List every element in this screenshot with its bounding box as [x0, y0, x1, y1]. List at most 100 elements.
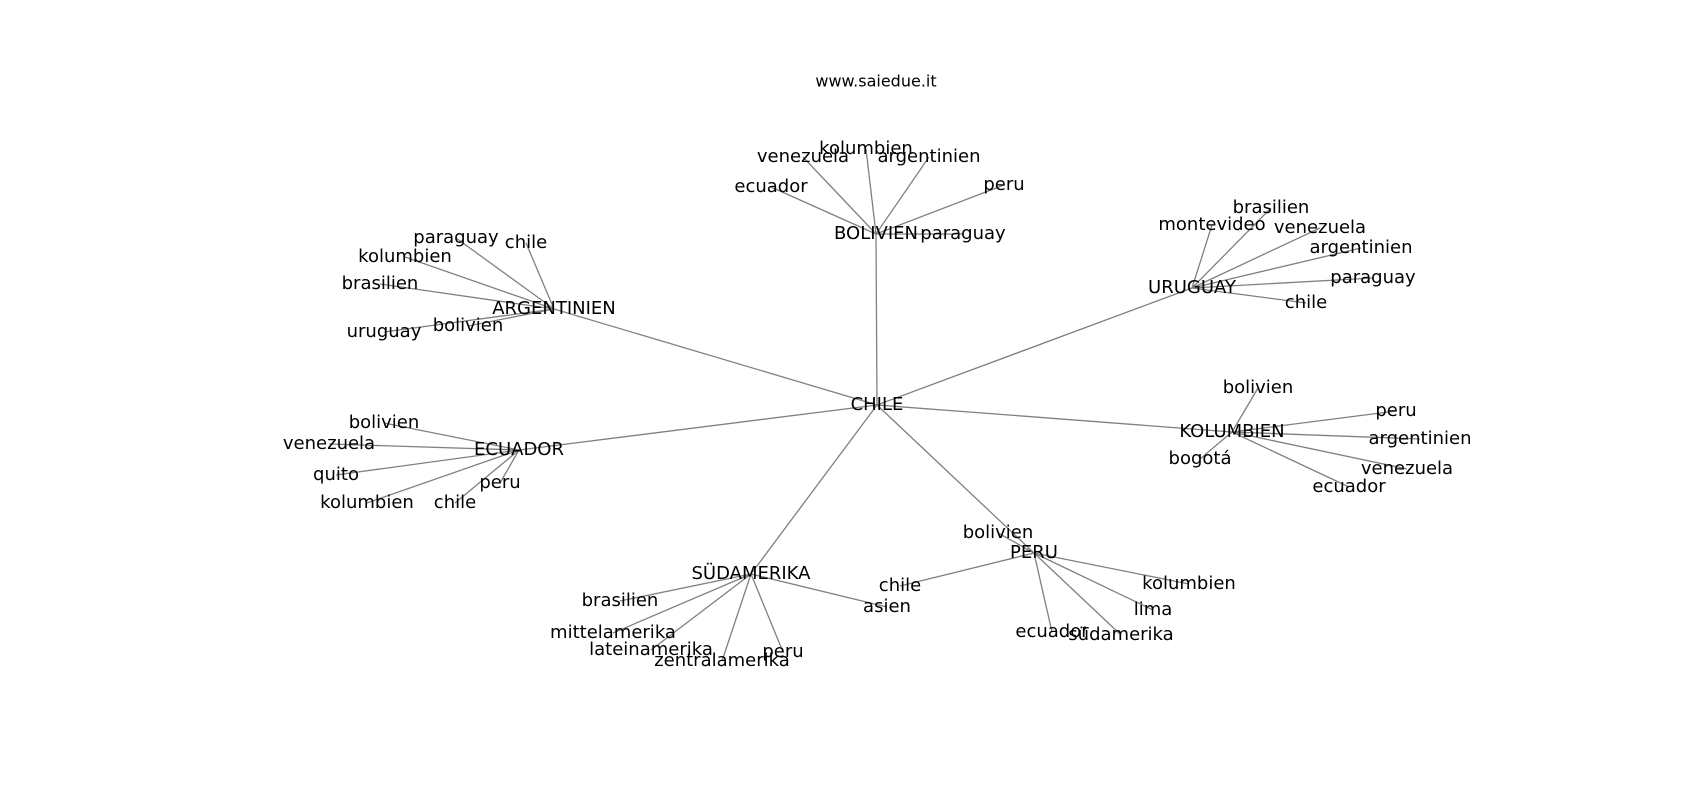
chart-title: www.saiedue.it	[815, 72, 936, 91]
edge-bolivien-2	[875, 156, 930, 235]
edge-kolumbien-0	[1231, 387, 1259, 433]
edge-bolivien-3	[770, 186, 877, 235]
leaf-node-label: kolumbien	[1142, 573, 1236, 594]
leaf-node-label: bolivien	[963, 522, 1034, 543]
leaf-node-label: paraguay	[1330, 267, 1416, 288]
edge-argentinien-4	[467, 308, 555, 327]
edge-kolumbien-2	[1231, 431, 1421, 440]
leaf-node-label: südamerika	[1068, 624, 1173, 645]
leaf-node-label: peru	[762, 641, 803, 662]
hub-node-label: ARGENTINIEN	[492, 298, 616, 319]
edge-argentinien-2	[404, 256, 555, 310]
edge-bolivien-1	[865, 148, 877, 235]
edge-kolumbien-1	[1231, 410, 1397, 433]
edge-südamerika-1	[750, 573, 888, 608]
edge-argentinien-0	[455, 237, 555, 310]
leaf-node-label: venezuela	[283, 433, 375, 454]
edge-ecuador-2	[335, 449, 520, 476]
edge-argentinien-1	[525, 242, 555, 310]
leaf-node-label: argentinien	[1310, 237, 1413, 258]
leaf-node-label: chile	[879, 575, 921, 596]
leaf-node-label: quito	[313, 464, 359, 485]
edge-ecuador-4	[366, 449, 520, 504]
edge-ecuador-0	[383, 422, 520, 451]
edge-argentinien-5	[383, 308, 555, 333]
edge-peru-3	[1033, 552, 1154, 611]
hub-node-label: URUGUAY	[1148, 277, 1237, 298]
leaf-node-label: kolumbien	[358, 246, 452, 267]
edge-peru-0	[997, 532, 1035, 554]
leaf-node-label: venezuela	[1361, 458, 1453, 479]
leaf-node-label: chile	[505, 232, 547, 253]
edge-peru-5	[1033, 552, 1122, 636]
leaf-node-label: chile	[434, 492, 476, 513]
leaf-node-label: brasilien	[1233, 197, 1310, 218]
leaf-node-label: paraguay	[920, 223, 1006, 244]
edge-uruguay-1	[1191, 224, 1213, 289]
edge-argentinien-3	[379, 283, 555, 310]
leaf-node-label: brasilien	[342, 273, 419, 294]
leaf-node-label: kolumbien	[819, 138, 913, 159]
leaf-node-label: kolumbien	[320, 492, 414, 513]
edge-uruguay-5	[1191, 287, 1307, 304]
edge-bolivien-4	[875, 184, 1005, 235]
edge-kolumbien-3	[1199, 431, 1233, 460]
leaf-node-label: zentralamerika	[654, 650, 790, 671]
edge-center-argentinien	[553, 308, 878, 406]
edge-center-peru	[876, 404, 1035, 554]
edge-südamerika-0	[619, 573, 752, 602]
leaf-node-label: ecuador	[734, 176, 808, 197]
edge-bolivien-0	[802, 156, 877, 235]
hub-node-label: PERU	[1010, 542, 1058, 563]
hub-node-label: SÜDAMERIKA	[692, 562, 812, 584]
edge-peru-2	[1033, 552, 1190, 585]
leaf-node-label: peru	[479, 472, 520, 493]
hub-node-label: KOLUMBIEN	[1179, 421, 1284, 442]
edge-südamerika-4	[750, 573, 784, 653]
edge-center-uruguay	[876, 287, 1193, 406]
edge-peru-4	[1033, 552, 1053, 633]
edge-kolumbien-5	[1231, 431, 1350, 488]
leaf-node-label: ecuador	[1015, 621, 1089, 642]
edge-center-südamerika	[750, 404, 878, 575]
edge-peru-1	[899, 552, 1035, 587]
hub-node-label: ECUADOR	[474, 439, 564, 460]
leaf-node-label: montevideo	[1158, 214, 1265, 235]
edge-südamerika-5	[721, 573, 752, 662]
edge-ecuador-3	[499, 449, 520, 484]
edge-ecuador-1	[328, 443, 520, 451]
edge-center-ecuador	[518, 404, 878, 451]
edge-südamerika-3	[650, 573, 752, 651]
leaf-node-label: lima	[1134, 599, 1173, 620]
edges-layer	[328, 148, 1421, 662]
edge-ecuador-5	[454, 449, 520, 504]
leaf-node-label: venezuela	[1274, 217, 1366, 238]
leaf-node-label: venezuela	[757, 146, 849, 167]
leaf-node-label: argentinien	[878, 146, 981, 167]
leaf-node-label: bogotá	[1169, 448, 1232, 469]
leaf-node-label: peru	[1375, 400, 1416, 421]
leaf-node-label: ecuador	[1312, 476, 1386, 497]
leaf-node-label: lateinamerika	[589, 639, 713, 660]
leaf-node-label: peru	[983, 174, 1024, 195]
leaf-node-label: mittelamerika	[550, 622, 676, 643]
leaf-node-label: asien	[863, 596, 911, 617]
leaf-node-label: brasilien	[582, 590, 659, 611]
leaf-node-label: bolivien	[349, 412, 420, 433]
leaf-node-label: bolivien	[1223, 377, 1294, 398]
edge-uruguay-0	[1191, 207, 1272, 289]
center-node-label: CHILE	[851, 394, 904, 415]
edge-center-kolumbien	[876, 404, 1233, 433]
edge-uruguay-4	[1191, 277, 1374, 289]
leaf-node-label: uruguay	[347, 321, 422, 342]
edge-südamerika-2	[612, 573, 752, 634]
hub-node-label: BOLIVIEN	[834, 223, 918, 244]
labels-layer: CHILEBOLIVIENvenezuelakolumbienargentini…	[283, 138, 1472, 671]
leaf-node-label: chile	[1285, 292, 1327, 313]
leaf-node-label: bolivien	[433, 315, 504, 336]
edge-center-bolivien	[875, 233, 878, 406]
edge-uruguay-3	[1191, 247, 1362, 289]
leaf-node-label: argentinien	[1369, 428, 1472, 449]
edge-uruguay-2	[1191, 227, 1321, 289]
